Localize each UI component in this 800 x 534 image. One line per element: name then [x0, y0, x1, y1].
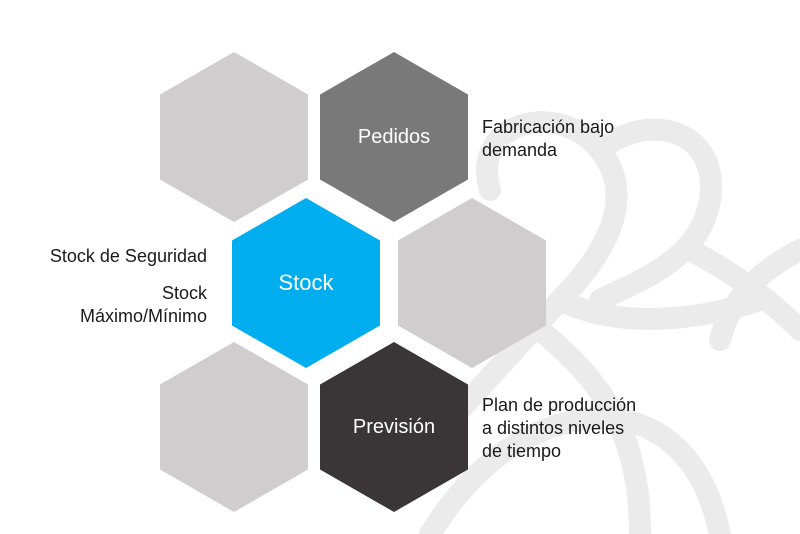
stock-minmax-line: Stock — [161, 283, 207, 303]
hexagon-prevision: Previsión — [320, 342, 468, 512]
prevision-annotation-line: a distintos niveles — [482, 418, 625, 438]
prevision-annotation-line: Plan de producción — [482, 395, 637, 415]
hexagon-prevision-label: Previsión — [352, 415, 436, 438]
pedidos-annotation-line: demanda — [482, 140, 558, 160]
prevision-annotation: Plan de producción a distintos niveles d… — [482, 394, 636, 463]
stock-safety-annotation: Stock de Seguridad — [50, 245, 207, 268]
stock-minmax-line: Máximo/Mínimo — [79, 306, 207, 326]
prevision-annotation-line: de tiempo — [482, 441, 562, 461]
pedidos-annotation-line: Fabricación bajo — [482, 117, 615, 137]
stock-safety-line: Stock de Seguridad — [49, 246, 207, 266]
pedidos-annotation: Fabricación bajo demanda — [482, 116, 614, 162]
stock-minmax-annotation: Stock Máximo/Mínimo — [80, 282, 207, 328]
hexagon-bottom-left — [160, 342, 308, 512]
hexagon-stock-label: Stock — [278, 270, 334, 295]
hexagon-pedidos-label: Pedidos — [357, 125, 431, 148]
